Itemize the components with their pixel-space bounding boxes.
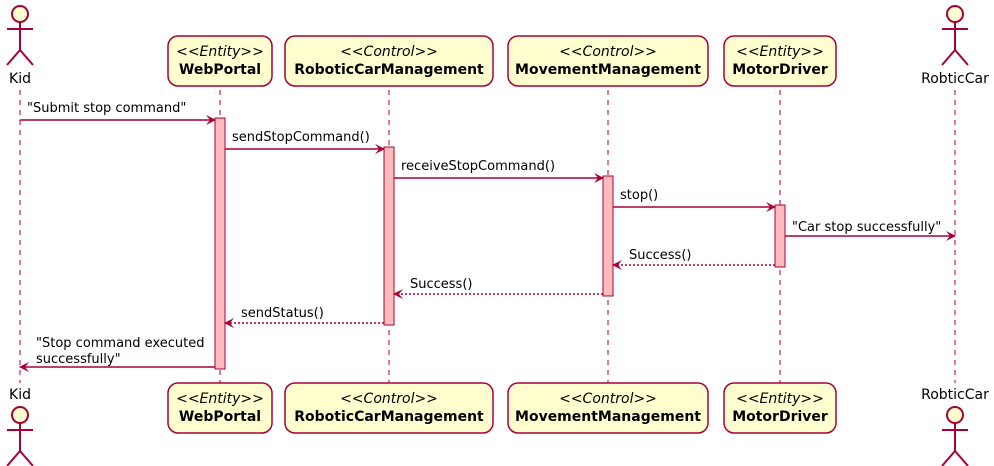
message-label: "Car stop successfully" bbox=[792, 220, 941, 235]
roboticcarmanagement-activation-bar bbox=[383, 146, 395, 326]
motordriver-participant-bottom: <<Entity>> MotorDriver bbox=[723, 382, 837, 434]
message-label: stop() bbox=[620, 188, 658, 203]
webportal-name: WebPortal bbox=[179, 62, 261, 78]
motordriver-activation-bar bbox=[774, 204, 786, 268]
message-6: Success() bbox=[612, 248, 775, 270]
message-1: "Submit stop command" bbox=[20, 101, 216, 125]
message-5: "Car stop successfully" bbox=[785, 220, 956, 241]
message-3: receiveStopCommand() bbox=[394, 159, 604, 183]
kid-actor-label: Kid bbox=[9, 387, 31, 403]
movementmanagement-stereotype: <<Control>> bbox=[559, 391, 657, 407]
kid-actor-label: Kid bbox=[9, 71, 31, 87]
message-label: Success() bbox=[410, 277, 472, 292]
motordriver-name: MotorDriver bbox=[732, 62, 828, 78]
kid-actor-top: Kid bbox=[6, 5, 34, 87]
movementmanagement-participant-bottom: <<Control>> MovementManagement bbox=[507, 382, 709, 434]
roboticcarmanagement-stereotype: <<Control>> bbox=[340, 391, 438, 407]
movementmanagement-participant-top: <<Control>> MovementManagement bbox=[507, 35, 709, 87]
movementmanagement-name: MovementManagement bbox=[515, 409, 701, 425]
webportal-activation-bar bbox=[214, 117, 226, 370]
motordriver-stereotype: <<Entity>> bbox=[736, 44, 824, 60]
robticcar-actor-bottom: RobticCar bbox=[921, 387, 989, 466]
movementmanagement-activation-bar bbox=[602, 175, 614, 297]
motordriver-participant-top: <<Entity>> MotorDriver bbox=[723, 35, 837, 87]
message-label: Success() bbox=[629, 248, 691, 263]
motordriver-stereotype: <<Entity>> bbox=[736, 391, 824, 407]
message-label: "Submit stop command" bbox=[27, 101, 186, 116]
kid-actor-bottom: Kid bbox=[6, 387, 34, 466]
message-label: sendStatus() bbox=[241, 306, 324, 321]
webportal-participant-top: <<Entity>> WebPortal bbox=[167, 35, 273, 87]
message-2: sendStopCommand() bbox=[225, 130, 385, 154]
message-7: Success() bbox=[393, 277, 603, 299]
message-label: sendStopCommand() bbox=[232, 130, 370, 145]
message-label: receiveStopCommand() bbox=[401, 159, 555, 174]
movementmanagement-stereotype: <<Control>> bbox=[559, 44, 657, 60]
movementmanagement-name: MovementManagement bbox=[515, 62, 701, 78]
robticcar-actor-label: RobticCar bbox=[921, 387, 989, 403]
robticcar-actor-top: RobticCar bbox=[921, 5, 989, 87]
webportal-stereotype: <<Entity>> bbox=[176, 44, 264, 60]
roboticcarmanagement-participant-top: <<Control>> RoboticCarManagement bbox=[284, 35, 494, 87]
webportal-name: WebPortal bbox=[179, 409, 261, 425]
message-8: sendStatus() bbox=[224, 306, 384, 328]
roboticcarmanagement-stereotype: <<Control>> bbox=[340, 44, 438, 60]
roboticcarmanagement-name: RoboticCarManagement bbox=[294, 409, 484, 425]
webportal-stereotype: <<Entity>> bbox=[176, 391, 264, 407]
roboticcarmanagement-participant-bottom: <<Control>> RoboticCarManagement bbox=[284, 382, 494, 434]
robticcar-actor-label: RobticCar bbox=[921, 71, 989, 87]
webportal-participant-bottom: <<Entity>> WebPortal bbox=[167, 382, 273, 434]
roboticcarmanagement-name: RoboticCarManagement bbox=[294, 62, 484, 78]
motordriver-name: MotorDriver bbox=[732, 409, 828, 425]
message-label: "Stop command executed bbox=[36, 336, 204, 351]
message-4: stop() bbox=[613, 188, 776, 212]
message-label: successfully" bbox=[36, 352, 121, 367]
